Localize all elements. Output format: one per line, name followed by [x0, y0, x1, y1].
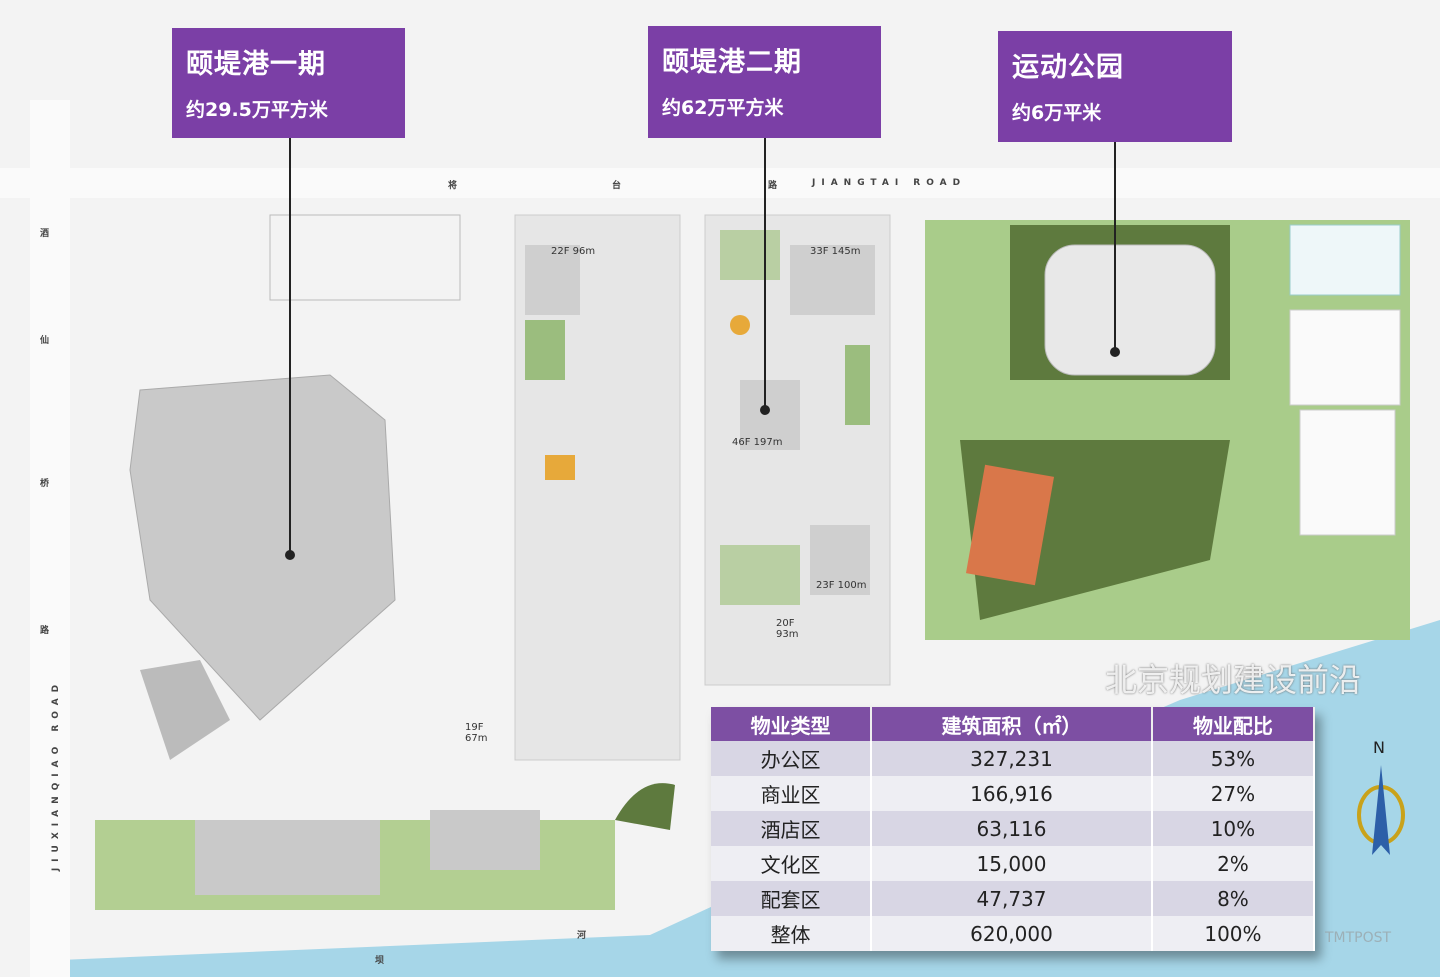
road-label: 路	[768, 181, 784, 191]
callout-sports-park: 运动公园 约6万平米	[998, 31, 1232, 142]
cell-area: 47,737	[871, 881, 1153, 916]
road-label: 酒	[40, 229, 56, 239]
river-label: 坝	[375, 956, 391, 966]
watermark: 北京规划建设前沿	[1105, 661, 1362, 699]
road-label: 仙	[40, 336, 56, 346]
cell-ratio: 8%	[1151, 881, 1316, 916]
road-label: 台	[612, 181, 628, 191]
road-label: 将	[448, 181, 464, 191]
cell-area: 15,000	[871, 846, 1153, 881]
building-label: 23F 100m	[816, 580, 867, 591]
cell-type: 办公区	[711, 741, 873, 776]
cell-ratio: 27%	[1151, 776, 1316, 811]
callout-subtitle: 约62万平方米	[662, 97, 784, 119]
cell-area: 327,231	[871, 741, 1153, 776]
cell-type: 配套区	[711, 881, 873, 916]
cell-type: 酒店区	[711, 811, 873, 846]
cell-area: 620,000	[871, 916, 1153, 951]
cell-area: 166,916	[871, 776, 1153, 811]
building-label: 19F 67m	[465, 722, 488, 744]
cell-ratio: 100%	[1151, 916, 1316, 951]
compass-icon	[1357, 765, 1405, 855]
cell-area: 63,116	[871, 811, 1153, 846]
road-label-en: JIANGTAI ROAD	[812, 178, 967, 188]
watermark-secondary: TMTPOST	[1325, 930, 1392, 946]
building-label: 22F 96m	[551, 246, 596, 257]
callout-subtitle: 约29.5万平方米	[186, 99, 328, 121]
cell-type: 整体	[711, 916, 873, 951]
table-header: 物业类型 建筑面积（㎡） 物业配比	[711, 707, 1316, 741]
cell-ratio: 53%	[1151, 741, 1316, 776]
road-label: 桥	[40, 479, 56, 489]
cell-ratio: 10%	[1151, 811, 1316, 846]
callout-title: 颐堤港一期	[186, 49, 326, 80]
header-type: 物业类型	[711, 707, 873, 741]
callout-title: 颐堤港二期	[662, 47, 802, 78]
road-label: 路	[40, 626, 56, 636]
cell-type: 商业区	[711, 776, 873, 811]
callout-subtitle: 约6万平米	[1012, 102, 1102, 124]
compass-north-label: N	[1373, 738, 1385, 757]
cell-type: 文化区	[711, 846, 873, 881]
building-label: 46F 197m	[732, 437, 783, 448]
callout-title: 运动公园	[1012, 52, 1124, 83]
building-label: 20F 93m	[776, 618, 799, 640]
road-label-en: JIUXIANQIAO ROAD	[51, 678, 62, 872]
callout-phase1: 颐堤港一期 约29.5万平方米	[172, 28, 405, 138]
header-ratio: 物业配比	[1151, 707, 1316, 741]
river-label: 河	[577, 931, 593, 941]
phase1-building	[129, 374, 396, 721]
cell-ratio: 2%	[1151, 846, 1316, 881]
header-area: 建筑面积（㎡）	[871, 707, 1153, 741]
callout-phase2: 颐堤港二期 约62万平方米	[648, 26, 881, 138]
building-label: 33F 145m	[810, 246, 861, 257]
